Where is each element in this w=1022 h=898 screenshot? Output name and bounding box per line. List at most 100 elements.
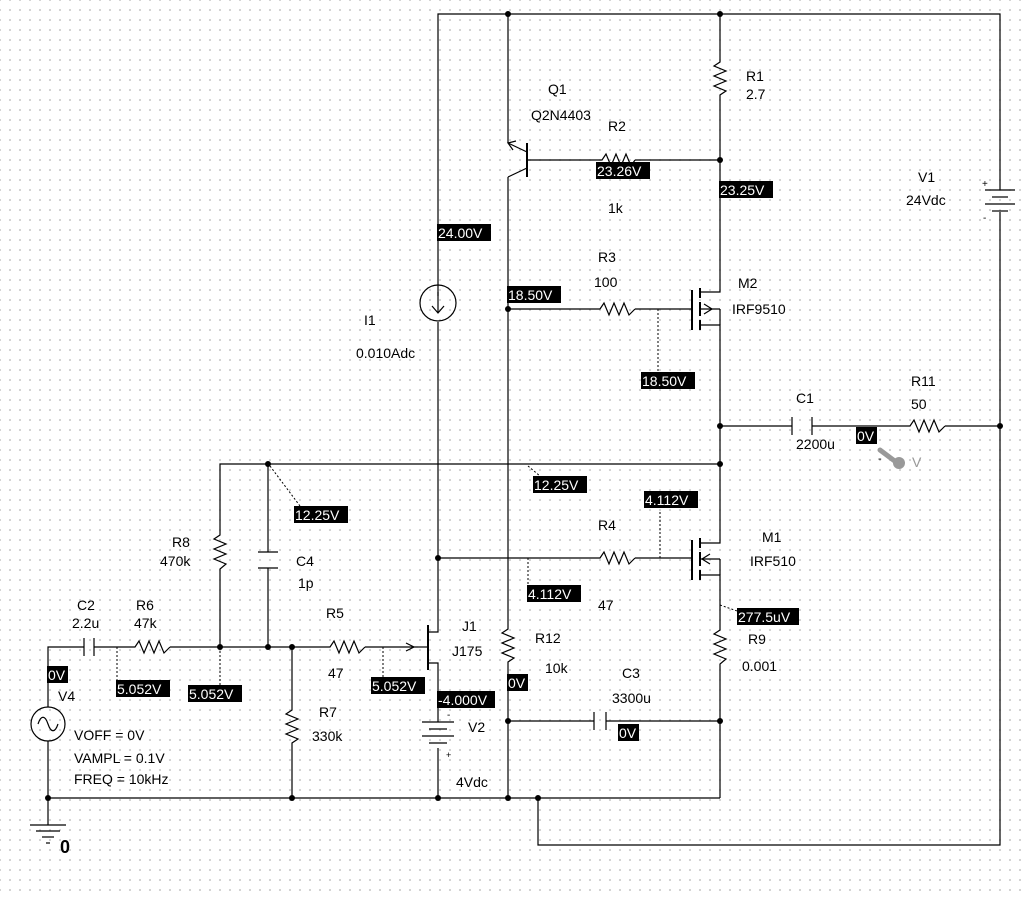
svg-text:V2: V2 — [468, 719, 485, 735]
svg-text:-: - — [447, 710, 450, 721]
capacitor-c3[interactable] — [593, 712, 607, 730]
voltage-tag-r1-bottom: 23.25V — [719, 181, 773, 198]
svg-text:23.26V: 23.26V — [597, 163, 642, 179]
jfet-j1[interactable] — [405, 625, 439, 670]
svg-text:2200u: 2200u — [796, 436, 835, 452]
probe-leaders — [116, 309, 741, 688]
mosfet-m2[interactable] — [691, 282, 721, 332]
svg-text:1k: 1k — [608, 200, 624, 216]
resistor-r9[interactable] — [712, 625, 728, 670]
current-source-i1[interactable] — [419, 284, 457, 322]
svg-text:VAMPL = 0.1V: VAMPL = 0.1V — [74, 750, 165, 766]
transistor-q1[interactable] — [506, 140, 528, 178]
svg-text:5.052V: 5.052V — [117, 681, 162, 697]
svg-text:1p: 1p — [298, 575, 314, 591]
svg-text:-4.000V: -4.000V — [438, 692, 488, 708]
voltage-tag-v4-top: 0V — [47, 666, 68, 683]
voltage-tag-m1-gate-node: 4.112V — [527, 585, 581, 602]
component-labels: R1 2.7 Q1 Q2N4403 R2 1k V1 24Vdc R3 100 … — [58, 68, 946, 857]
capacitor-c2[interactable] — [83, 638, 95, 656]
svg-text:C1: C1 — [796, 390, 814, 406]
svg-text:R11: R11 — [911, 373, 936, 389]
svg-text:330k: 330k — [312, 728, 343, 744]
probe-label: V — [912, 454, 922, 470]
battery-v2[interactable]: - + — [422, 710, 454, 760]
svg-text:R7: R7 — [319, 704, 337, 720]
svg-text:R4: R4 — [598, 517, 616, 533]
svg-text:18.50V: 18.50V — [508, 287, 553, 303]
svg-text:4.112V: 4.112V — [645, 492, 689, 508]
svg-text:24Vdc: 24Vdc — [906, 192, 946, 208]
svg-text:R6: R6 — [136, 597, 154, 613]
svg-text:0.001: 0.001 — [742, 658, 777, 674]
resistor-r12[interactable] — [500, 624, 516, 664]
resistor-r1[interactable] — [712, 55, 728, 103]
svg-text:10k: 10k — [545, 660, 569, 676]
svg-text:I1: I1 — [364, 312, 376, 328]
svg-text:R3: R3 — [598, 249, 616, 265]
voltage-tag-q1-base: 23.26V — [596, 162, 650, 179]
voltage-tag-load-node: 0V — [856, 427, 877, 444]
svg-text:C3: C3 — [622, 665, 640, 681]
wires — [47, 13, 1001, 846]
svg-text:FREQ = 10kHz: FREQ = 10kHz — [74, 771, 169, 787]
voltage-tag-j1-gate: 5.052V — [371, 677, 425, 694]
svg-text:M2: M2 — [738, 275, 758, 291]
svg-text:23.25V: 23.25V — [720, 182, 765, 198]
voltage-tag-c3-right: 0V — [618, 724, 639, 741]
svg-text:12.25V: 12.25V — [295, 507, 340, 523]
svg-text:5.052V: 5.052V — [372, 678, 417, 694]
resistor-r6[interactable] — [130, 639, 171, 655]
capacitor-c1[interactable] — [791, 417, 813, 435]
ac-source-v4[interactable] — [30, 706, 66, 742]
resistor-r11[interactable] — [905, 418, 946, 434]
svg-text:12.25V: 12.25V — [534, 477, 579, 493]
voltage-tag-c4-node: 12.25V — [294, 506, 348, 523]
svg-text:V4: V4 — [58, 688, 75, 704]
resistor-r3[interactable] — [595, 301, 636, 317]
svg-text:5.052V: 5.052V — [189, 686, 234, 702]
svg-text:4.112V: 4.112V — [528, 586, 572, 602]
svg-text:470k: 470k — [160, 553, 191, 569]
svg-text:+: + — [982, 179, 988, 190]
resistor-r8[interactable] — [212, 530, 228, 575]
junction-dots — [45, 11, 1003, 801]
svg-text:M1: M1 — [762, 529, 782, 545]
voltage-probe[interactable] — [877, 447, 905, 469]
ground-label: 0 — [60, 837, 70, 857]
svg-text:+: + — [446, 750, 451, 760]
resistor-r4[interactable] — [595, 550, 636, 566]
svg-text:V1: V1 — [918, 169, 935, 185]
svg-text:50: 50 — [911, 396, 927, 412]
svg-text:0V: 0V — [48, 667, 66, 683]
svg-text:R2: R2 — [608, 118, 626, 134]
battery-v1[interactable]: + - — [982, 179, 1015, 224]
svg-text:R5: R5 — [326, 605, 344, 621]
svg-text:47k: 47k — [134, 615, 158, 631]
svg-text:277.5uV: 277.5uV — [738, 609, 791, 625]
mosfet-m1[interactable] — [691, 538, 721, 582]
voltage-tag-top-rail: 24.00V — [437, 224, 491, 241]
svg-text:IRF9510: IRF9510 — [732, 301, 786, 317]
voltage-tag-c2-right: 5.052V — [116, 680, 170, 697]
svg-text:VOFF = 0V: VOFF = 0V — [74, 727, 145, 743]
voltage-tag-v2-top: -4.000V — [437, 691, 495, 708]
svg-text:2.2u: 2.2u — [72, 615, 99, 631]
svg-text:47: 47 — [598, 597, 614, 613]
resistor-r5[interactable] — [325, 639, 366, 655]
svg-text:2.7: 2.7 — [746, 86, 766, 102]
ground-symbol — [30, 824, 66, 844]
svg-text:100: 100 — [594, 274, 618, 290]
svg-text:0.010Adc: 0.010Adc — [356, 345, 415, 361]
svg-text:R8: R8 — [172, 534, 190, 550]
svg-text:Q1: Q1 — [548, 81, 567, 97]
resistor-r7[interactable] — [284, 705, 300, 745]
voltage-tag-output-node: 12.25V — [533, 476, 587, 493]
svg-text:R12: R12 — [535, 630, 561, 646]
svg-text:0V: 0V — [857, 428, 875, 444]
capacitor-c4[interactable] — [258, 551, 278, 569]
voltage-tag-r8-bottom: 5.052V — [188, 685, 242, 702]
voltage-tag-m2-gate: 18.50V — [641, 372, 695, 389]
